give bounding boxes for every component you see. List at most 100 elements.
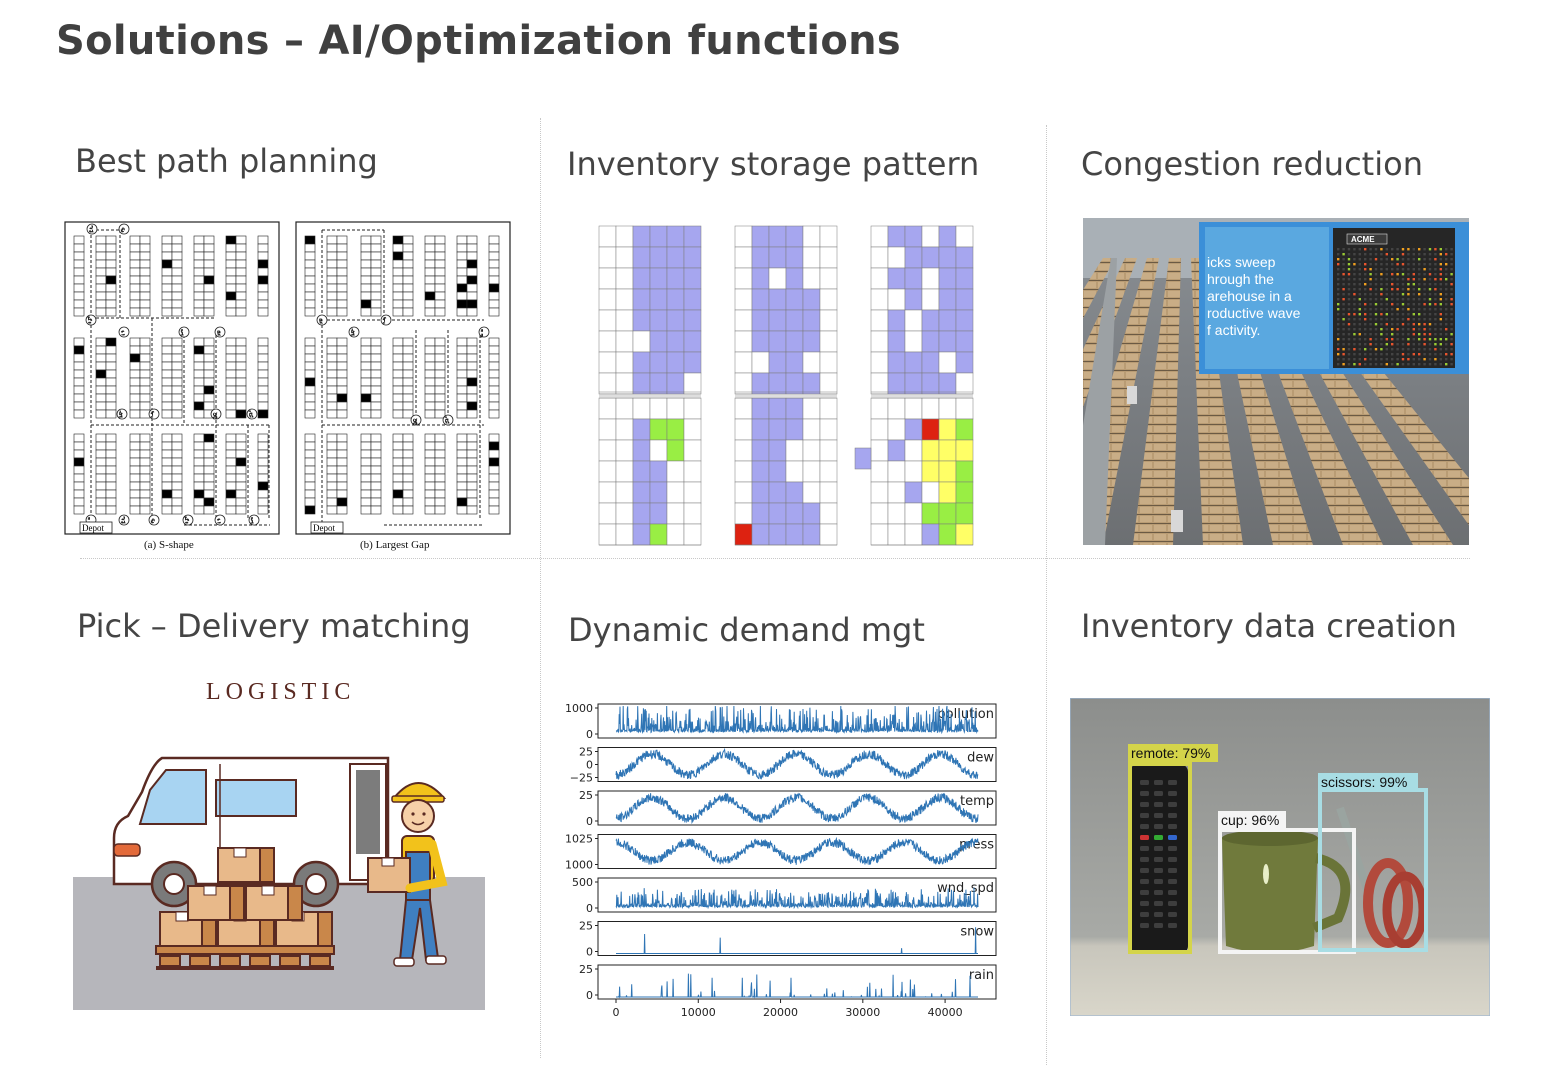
object-detection-photo: remote: 79% cup: 96% scissors: 99% [1070, 698, 1490, 1016]
page-title: Solutions – AI/Optimization functions [56, 18, 901, 64]
overlay-line-5: f activity. [1207, 322, 1260, 338]
svg-text:c: c [121, 328, 125, 337]
svg-text:b: b [185, 516, 189, 525]
scissors-label: scissors: 99% [1321, 774, 1407, 790]
svg-text:a: a [217, 328, 221, 337]
svg-text:a: a [319, 316, 323, 325]
cup-bbox [1218, 828, 1356, 954]
x-tick-label: 40000 [928, 1006, 963, 1019]
svg-text:k: k [351, 328, 355, 337]
svg-text:e: e [121, 225, 125, 234]
path-node: k [116, 408, 128, 420]
svg-text:d: d [89, 225, 93, 234]
svg-text:f: f [151, 410, 154, 419]
svg-text:h: h [249, 410, 253, 419]
panel-title-inventory-pattern: Inventory storage pattern [567, 145, 980, 183]
scissors-handle-1 [1363, 858, 1413, 948]
series-name: rain [969, 968, 994, 983]
svg-text:i: i [251, 516, 254, 525]
crate [245, 885, 303, 921]
path-node: f [148, 408, 160, 420]
series-line [615, 836, 979, 865]
van-cargo-opening [356, 770, 380, 854]
y-tick-label: 0 [586, 728, 593, 741]
series-line [615, 705, 979, 735]
svg-text:f: f [383, 316, 386, 325]
y-tick-label: 0 [586, 902, 593, 915]
series-line [616, 973, 978, 999]
storage-block [734, 225, 838, 546]
panel-title-inventory-data: Inventory data creation [1081, 607, 1457, 645]
panel-title-best-path: Best path planning [75, 142, 378, 180]
y-tick-label: 0 [586, 946, 593, 959]
path-planning-diagram: d e b c i a k f g h j d e b c i a k f g h j (a) S-shape (b) L… [64, 220, 514, 553]
cup-handle [1312, 853, 1351, 933]
caption-largest-gap: (b) Largest Gap [360, 539, 430, 551]
storage-block [870, 225, 974, 546]
cup-label: cup: 96% [1221, 812, 1279, 828]
path-node: j [478, 326, 490, 338]
svg-text:i: i [181, 328, 184, 337]
cup-object [1222, 838, 1318, 953]
van-headlight [113, 843, 141, 857]
cup-label-bg [1218, 811, 1286, 829]
crate [217, 847, 275, 883]
y-tick-label: 25 [579, 920, 593, 933]
svg-text:g: g [413, 416, 417, 425]
path-node: b [85, 314, 97, 326]
van-windshield [138, 769, 207, 825]
worker [367, 782, 448, 967]
path-node: k [348, 326, 360, 338]
svg-text:c: c [217, 516, 221, 525]
storage-pattern-figure [598, 225, 974, 546]
overlay-screen: ACME icks sweep hrough the arehouse in a… [1199, 222, 1469, 374]
path-node: b [182, 514, 194, 526]
path-node: e [118, 223, 130, 235]
y-tick-label: 1000 [565, 859, 593, 872]
path-node: g [410, 414, 422, 426]
y-tick-label: 0 [586, 759, 593, 772]
depot-label-b: Depot [313, 523, 335, 533]
svg-text:g: g [213, 410, 217, 419]
scissors-label-bg [1318, 773, 1418, 791]
path-node: h [246, 408, 258, 420]
path-node: i [248, 514, 260, 526]
warehouse-photo: ACME icks sweep hrough the arehouse in a… [1083, 218, 1469, 545]
panel-title-congestion: Congestion reduction [1081, 145, 1423, 183]
y-tick-label: 0 [586, 989, 593, 1002]
svg-text:k: k [119, 410, 123, 419]
scissors-handle-2 [1382, 871, 1428, 949]
column-divider-1 [540, 118, 541, 1058]
caption-s-shape: (a) S-shape [144, 539, 194, 551]
series-line [615, 887, 979, 910]
path-planning-figure: d e b c i a k f g h j d e b c i a k f g h j (a) S-shape (b) L… [64, 221, 511, 551]
path-node: i [178, 326, 190, 338]
detection-scene: remote: 79% cup: 96% scissors: 99% [1070, 698, 1490, 1016]
overlay-line-1: icks sweep [1207, 254, 1276, 270]
y-tick-label: −25 [570, 772, 593, 785]
svg-text:h: h [445, 416, 449, 425]
panel-title-dynamic-demand: Dynamic demand mgt [568, 611, 925, 649]
path-node: d [118, 514, 130, 526]
path-node: e [148, 514, 160, 526]
svg-text:e: e [151, 516, 155, 525]
path-node: h [442, 414, 454, 426]
overlay-line-3: arehouse in a [1207, 288, 1292, 304]
path-node: d [86, 223, 98, 235]
y-tick-label: 25 [579, 963, 593, 976]
x-tick-label: 20000 [763, 1006, 798, 1019]
remote-label: remote: 79% [1131, 745, 1210, 761]
remote-label-bg [1128, 744, 1218, 762]
svg-text:j: j [87, 516, 90, 525]
crate [187, 885, 245, 921]
path-node: c [118, 326, 130, 338]
y-tick-label: 500 [572, 876, 593, 889]
